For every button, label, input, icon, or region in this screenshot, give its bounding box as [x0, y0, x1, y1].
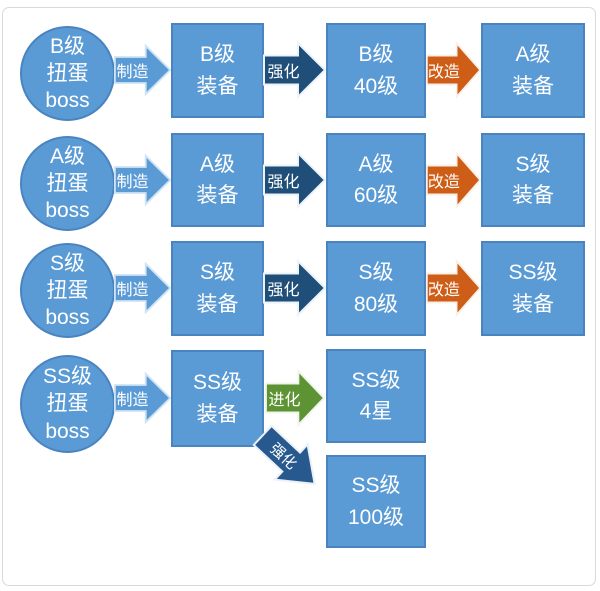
convert-arrow-label-a: 改造 [427, 174, 460, 191]
enhance-arrow-s: 强化 [263, 258, 327, 318]
enhance-diagonal-arrow-ss: 强化 [244, 416, 334, 504]
equip-box-ss: SS级 装备 [171, 350, 264, 447]
star-box-ss4: SS级 4星 [326, 349, 426, 443]
convert-arrow-a: 改造 [426, 150, 482, 210]
enhance-arrow-b: 强化 [263, 40, 327, 100]
convert-arrow-label-s: 改造 [427, 282, 460, 299]
level-label-ss100: SS级 100级 [347, 474, 405, 529]
right-arrow-icon [263, 258, 327, 318]
make-arrow-label-s: 制造 [116, 282, 149, 299]
right-arrow-icon [114, 371, 172, 425]
make-arrow-ss: 制造 [114, 371, 172, 425]
right-arrow-icon [263, 150, 327, 210]
equip-box-b: B级 装备 [171, 23, 264, 118]
boss-ellipse-a: A级 扭蛋 boss [20, 136, 115, 231]
boss-ellipse-s: S级 扭蛋 boss [20, 243, 115, 338]
make-arrow-label-b: 制造 [116, 64, 149, 81]
right-arrow-icon [114, 261, 172, 315]
right-arrow-icon [114, 43, 172, 97]
convert-arrow-label-b: 改造 [427, 64, 460, 81]
right-arrow-icon [263, 40, 327, 100]
image-frame [2, 7, 596, 586]
result-label-s-equip: S级 装备 [512, 152, 554, 208]
make-arrow-s: 制造 [114, 261, 172, 315]
make-arrow-a: 制造 [114, 153, 172, 207]
result-label-a-equip: A级 装备 [512, 43, 554, 98]
make-arrow-label-ss: 制造 [116, 392, 149, 409]
convert-arrow-b: 改造 [426, 40, 482, 100]
boss-label-b: B级 扭蛋 boss [45, 34, 90, 113]
boss-label-ss: SS级 扭蛋 boss [42, 365, 92, 443]
equip-box-a: A级 装备 [171, 133, 264, 227]
enhance-arrow-a: 强化 [263, 150, 327, 210]
convert-arrow-s: 改造 [426, 258, 482, 318]
down-right-arrow-icon [252, 424, 316, 486]
enhance-arrow-label-a: 强化 [267, 174, 300, 191]
star-label-ss4: SS级 4星 [351, 368, 401, 424]
enhance-arrow-label-b: 强化 [267, 64, 300, 81]
level-box-ss100: SS级 100级 [326, 455, 426, 548]
right-arrow-icon [265, 368, 326, 428]
right-arrow-icon [114, 153, 172, 207]
level-box-a60: A级 60级 [326, 133, 426, 227]
make-arrow-label-a: 制造 [116, 174, 149, 191]
result-box-ss-equip: SS级 装备 [481, 241, 585, 336]
equip-box-s: S级 装备 [171, 241, 264, 336]
right-arrow-icon [426, 258, 482, 318]
equip-label-ss: SS级 装备 [192, 371, 242, 426]
boss-ellipse-b: B级 扭蛋 boss [20, 26, 115, 121]
right-arrow-icon [426, 150, 482, 210]
level-box-b40: B级 40级 [326, 23, 426, 118]
equip-label-a: A级 装备 [196, 152, 239, 208]
equip-label-b: B级 装备 [196, 43, 239, 98]
result-box-a-equip: A级 装备 [481, 23, 585, 118]
evolve-arrow-ss: 进化 [265, 368, 326, 428]
result-box-s-equip: S级 装备 [481, 133, 585, 227]
evolve-arrow-label-ss: 进化 [268, 392, 301, 409]
boss-ellipse-ss: SS级 扭蛋 boss [20, 355, 115, 453]
enhance-arrow-label-s: 强化 [267, 282, 300, 299]
make-arrow-b: 制造 [114, 43, 172, 97]
result-label-ss-equip: SS级 装备 [508, 261, 558, 316]
level-box-s80: S级 80级 [326, 241, 426, 336]
boss-label-a: A级 扭蛋 boss [45, 144, 90, 223]
level-label-b40: B级 40级 [353, 43, 399, 98]
level-label-a60: A级 60级 [353, 152, 399, 208]
level-label-s80: S级 80级 [353, 261, 399, 316]
equip-label-s: S级 装备 [196, 261, 239, 316]
boss-label-s: S级 扭蛋 boss [45, 251, 90, 330]
right-arrow-icon [426, 40, 482, 100]
